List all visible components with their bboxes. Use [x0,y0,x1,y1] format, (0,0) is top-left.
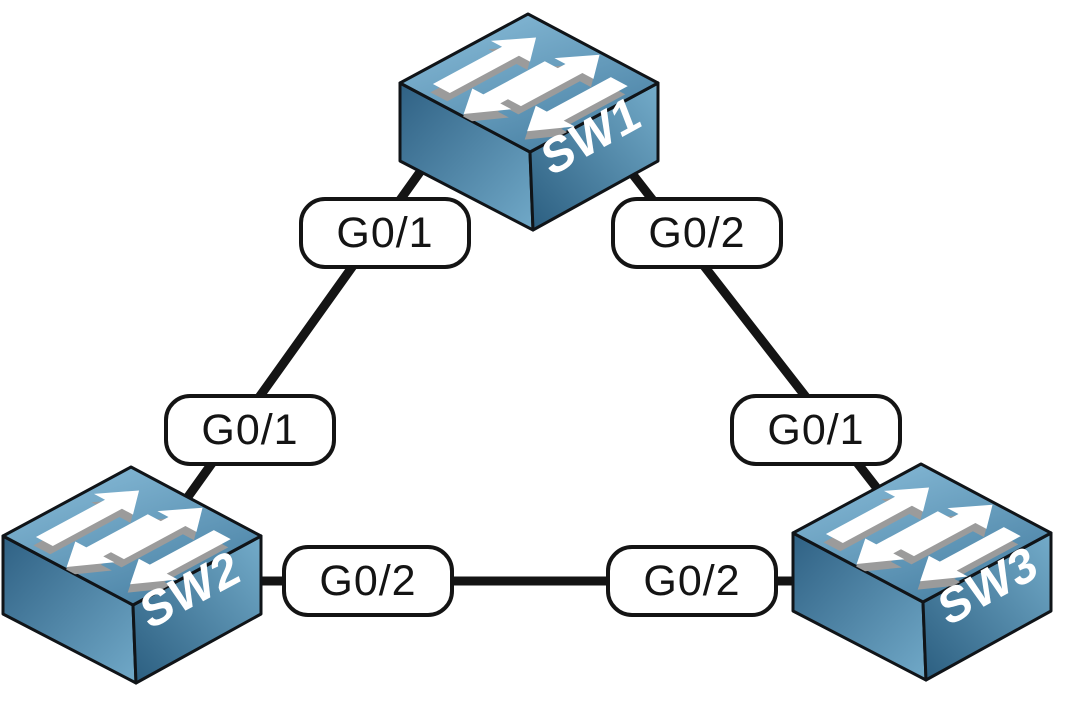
interface-label-sw1-g0-2: G0/2 [611,197,783,269]
interface-label-sw2-g0-2: G0/2 [282,545,454,617]
interface-label-sw1-g0-1: G0/1 [299,197,471,269]
interface-label-sw3-g0-2: G0/2 [606,545,778,617]
interface-label-sw2-g0-1: G0/1 [164,394,336,466]
interface-label-sw3-g0-1: G0/1 [730,394,902,466]
